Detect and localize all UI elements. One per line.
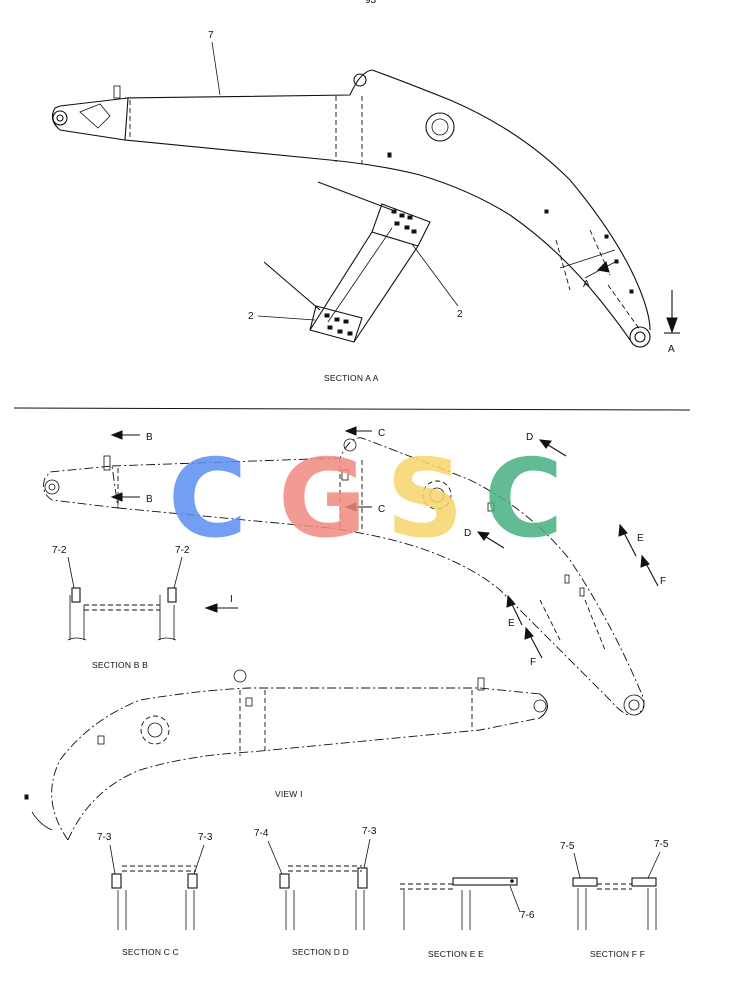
cut-marker-e-mid [506,594,523,626]
section-aa-drawing [263,181,431,343]
cc-right-label: 7-3 [198,832,213,843]
watermark-letter-3: S [386,437,464,562]
cut-marker-d-mid [476,531,505,549]
watermark-letter-2: G [278,437,367,562]
callout-part-2-left: 2 [248,311,254,322]
b-top-label: B [146,432,153,443]
view-a-marker-label: A [668,344,675,355]
ff-right-label: 7-5 [654,839,669,850]
section-bb-drawing [67,587,177,641]
cut-marker-c-top [344,426,372,436]
d-top-label: D [526,432,533,443]
b-bottom-label: B [146,494,153,505]
caption-section-ff: SECTION F F [590,949,645,959]
caption-view-i: VIEW I [275,789,303,799]
caption-section-aa: SECTION A A [324,373,379,383]
boom-side-view [51,69,651,348]
caption-section-dd: SECTION D D [292,947,349,957]
watermark-logo: C G S C [168,437,563,562]
section-ee-drawing [400,877,518,930]
d-mid-label: D [464,528,471,539]
page-number: 93 [365,0,377,6]
ee-item-label: 7-6 [520,910,535,921]
callout-part-2-right: 2 [457,309,463,320]
ff-left-label: 7-5 [560,841,575,852]
f-right-label: F [660,576,666,587]
cut-marker-d-top [538,439,567,457]
boom-dashed-view [43,437,645,717]
e-mid-label: E [508,618,515,629]
view-i-arrow-label: I [230,594,233,605]
cut-marker-b-top [110,430,140,440]
cut-marker-b-bottom [110,492,140,502]
divider-line [13,407,691,411]
cut-marker-e-right [618,523,637,557]
bb-left-label: 7-2 [52,545,67,556]
section-ff-drawing [572,877,657,930]
watermark-letter-1: C [168,437,247,562]
watermark-letter-4: C [484,437,563,562]
view-i-drawing [24,669,549,841]
caption-section-cc: SECTION C C [122,947,179,957]
caption-section-bb: SECTION B B [92,660,148,670]
cut-marker-f-mid [524,626,543,659]
bb-right-label: 7-2 [175,545,190,556]
view-a-arrow-label: A [583,279,590,290]
caption-section-ee: SECTION E E [428,949,484,959]
c-top-label: C [378,428,385,439]
section-dd-drawing [279,865,368,930]
section-cc-drawing [111,865,198,930]
cc-left-label: 7-3 [97,832,112,843]
dd-left-label: 7-4 [254,828,269,839]
dd-right-label: 7-3 [362,826,377,837]
e-right-label: E [637,533,644,544]
view-i-arrow [204,603,238,613]
c-mid-label: C [378,504,385,515]
cut-marker-f-right [640,554,659,587]
callout-part-7: 7 [208,30,214,41]
cut-marker-c-mid [344,502,372,512]
f-mid-label: F [530,657,536,668]
section-aa-cut-marker [584,261,680,334]
